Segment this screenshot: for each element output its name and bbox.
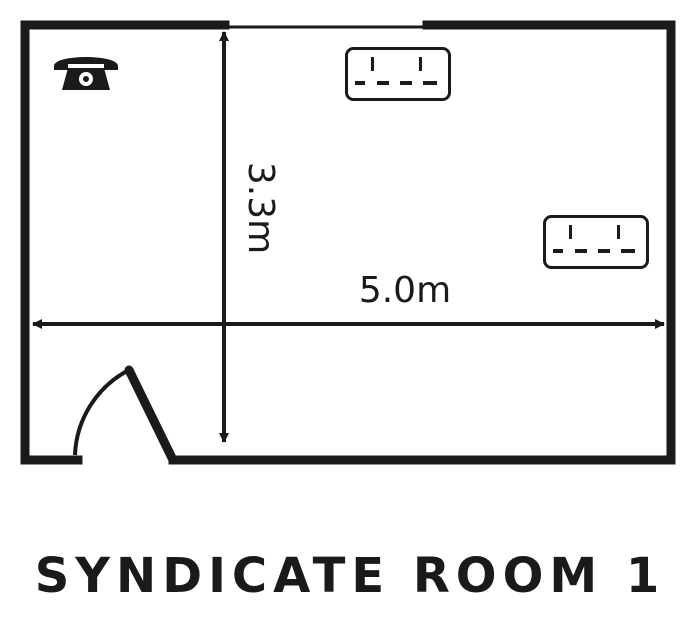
telephone-icon <box>54 57 118 90</box>
power-socket-icon <box>345 47 451 101</box>
depth-label: 3.3m <box>240 162 281 254</box>
door-swing-arc <box>73 368 130 456</box>
width-label: 5.0m <box>359 270 451 311</box>
power-socket-icon <box>543 215 649 269</box>
room-title: SYNDICATE ROOM 1 <box>34 548 666 604</box>
room-walls <box>20 20 676 465</box>
door-leaf <box>124 365 178 465</box>
door <box>73 365 178 465</box>
floor-plan: 5.0m 3.3m <box>20 20 676 465</box>
